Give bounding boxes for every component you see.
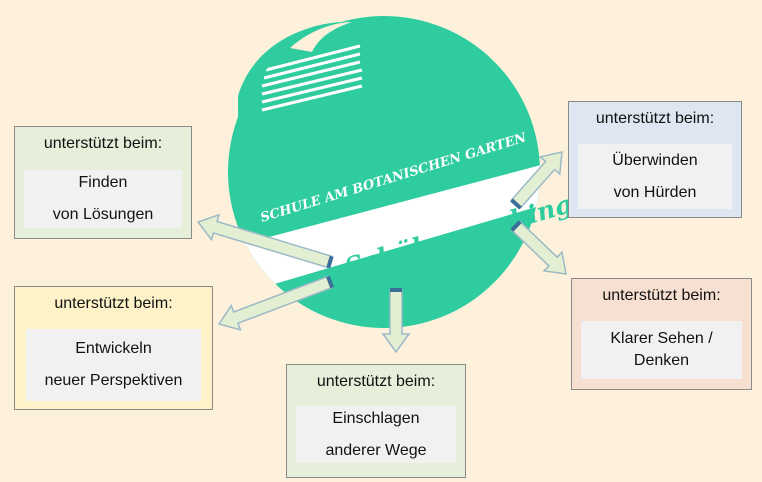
- box-content: Klarer Sehen / Denken: [581, 321, 742, 379]
- support-box-hurdles: unterstützt beim: Überwinden von Hürden: [568, 101, 742, 218]
- box-line: Überwinden: [612, 151, 698, 169]
- arrow-to-ways: [381, 289, 411, 354]
- support-box-clarity: unterstützt beim: Klarer Sehen / Denken: [571, 278, 752, 390]
- logo-lower-stripes: [343, 212, 540, 298]
- box-content: Überwinden von Hürden: [578, 144, 732, 209]
- logo-band: [228, 160, 540, 300]
- arrows: [196, 151, 567, 354]
- logo-crescent-gap: [290, 22, 352, 52]
- arrow-to-hurdles-cap: [510, 198, 522, 210]
- box-line: neuer Perspektiven: [44, 372, 183, 389]
- arrow-to-perspectives-cap: [326, 275, 334, 289]
- box-content: Einschlagen anderer Wege: [296, 406, 456, 463]
- box-content: Entwickeln neuer Perspektiven: [26, 329, 201, 401]
- support-box-solutions: unterstützt beim: Finden von Lösungen: [14, 126, 192, 239]
- box-line: Denken: [633, 352, 690, 369]
- logo-upper-stripes: [261, 44, 363, 118]
- box-line: von Hürden: [613, 183, 697, 201]
- arrow-to-solutions-cap: [326, 255, 334, 269]
- support-box-perspectives: unterstützt beim: Entwickeln neuer Persp…: [14, 286, 213, 410]
- box-heading: unterstützt beim:: [54, 295, 173, 312]
- box-line: von Lösungen: [52, 206, 154, 223]
- arrow-to-hurdles: [510, 151, 563, 210]
- box-line: anderer Wege: [325, 441, 427, 459]
- arrow-to-perspectives: [217, 275, 334, 331]
- box-heading: unterstützt beim:: [595, 110, 715, 127]
- box-heading: unterstützt beim:: [43, 135, 163, 152]
- arrow-to-clarity-cap: [510, 220, 522, 232]
- box-line: Finden: [78, 174, 128, 191]
- box-content: Finden von Lösungen: [24, 170, 182, 228]
- box-line: Einschlagen: [332, 409, 420, 427]
- box-line: Klarer Sehen /: [610, 330, 713, 347]
- box-heading: unterstützt beim:: [316, 373, 436, 390]
- box-line: Entwickeln: [75, 340, 152, 357]
- school-logo: SCHULE AM BOTANISCHEN GARTEN Schülercoac…: [228, 16, 575, 328]
- support-box-ways: unterstützt beim: Einschlagen anderer We…: [286, 364, 466, 478]
- arrow-to-clarity: [510, 220, 567, 275]
- box-heading: unterstützt beim:: [602, 287, 721, 304]
- arrow-to-solutions: [196, 213, 333, 269]
